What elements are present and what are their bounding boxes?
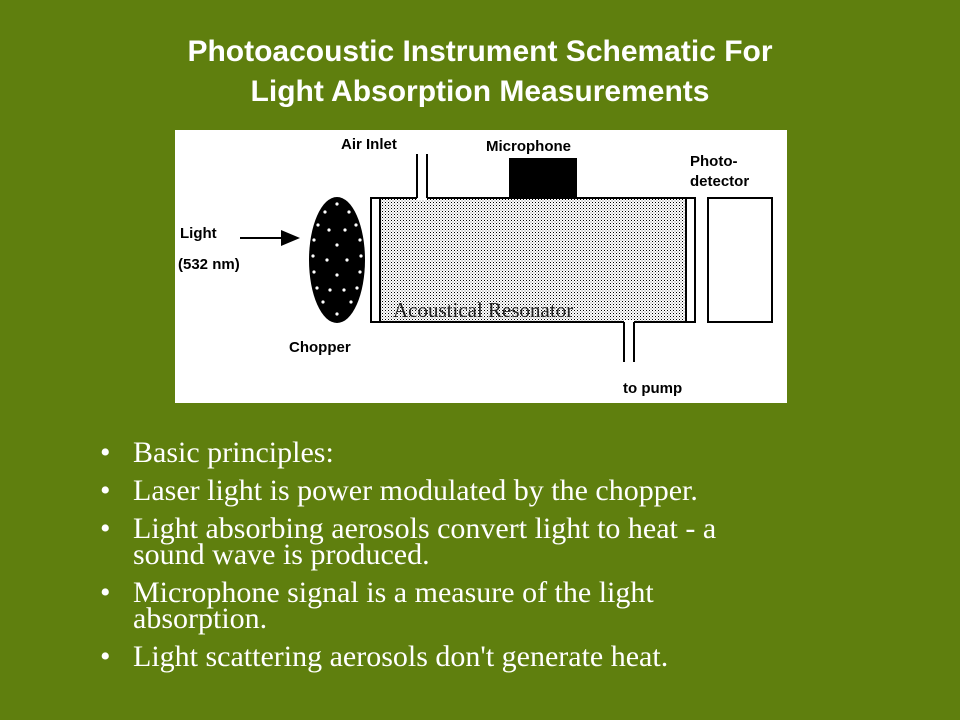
pump-tube: [623, 320, 635, 362]
bullet-item: Light scattering aerosols don't generate…: [100, 640, 870, 673]
wavelength-label: (532 nm): [178, 256, 240, 273]
resonator-window-left: [370, 197, 381, 323]
chopper-label: Chopper: [289, 339, 351, 356]
light-arrow: [240, 230, 300, 246]
resonator-label: Acoustical Resonator: [393, 298, 573, 322]
bullet-line: sound wave is produced.: [133, 538, 430, 571]
bullet-line: Light absorbing aerosols convert light t…: [133, 512, 717, 545]
schematic-diagram: Air Inlet Microphone Photo- detector Lig…: [175, 130, 787, 403]
bullet-line: absorption.: [133, 602, 268, 635]
photodetector-box: [707, 197, 773, 323]
slide-title: Photoacoustic Instrument Schematic For L…: [0, 32, 960, 112]
bullet-item: Laser light is power modulated by the ch…: [100, 474, 870, 507]
title-line-1: Photoacoustic Instrument Schematic For: [187, 35, 773, 68]
bullet-item: Microphone signal is a measure of the li…: [100, 576, 870, 635]
resonator-window-right: [685, 197, 696, 323]
air-inlet-label: Air Inlet: [341, 136, 397, 153]
microphone-block: [509, 158, 577, 199]
photodetector-label-line1: Photo-: [690, 153, 737, 170]
photodetector-label-line2: detector: [690, 173, 749, 190]
microphone-label: Microphone: [486, 138, 571, 155]
bullet-list: Basic principles: Laser light is power m…: [100, 436, 870, 682]
bullet-item: Basic principles:: [100, 436, 870, 469]
bullet-item: Light absorbing aerosols convert light t…: [100, 512, 870, 571]
bullet-line: Light scattering aerosols don't generate…: [133, 640, 669, 673]
air-inlet-tube: [416, 154, 428, 200]
acoustical-resonator: [379, 197, 687, 323]
chopper-disc: [309, 197, 365, 323]
bullet-line: Microphone signal is a measure of the li…: [133, 576, 654, 609]
bullet-line: Basic principles:: [133, 436, 334, 469]
bullet-line: Laser light is power modulated by the ch…: [133, 474, 698, 507]
pump-label: to pump: [623, 380, 682, 397]
light-label: Light: [180, 225, 217, 242]
title-line-2: Light Absorption Measurements: [250, 75, 710, 108]
